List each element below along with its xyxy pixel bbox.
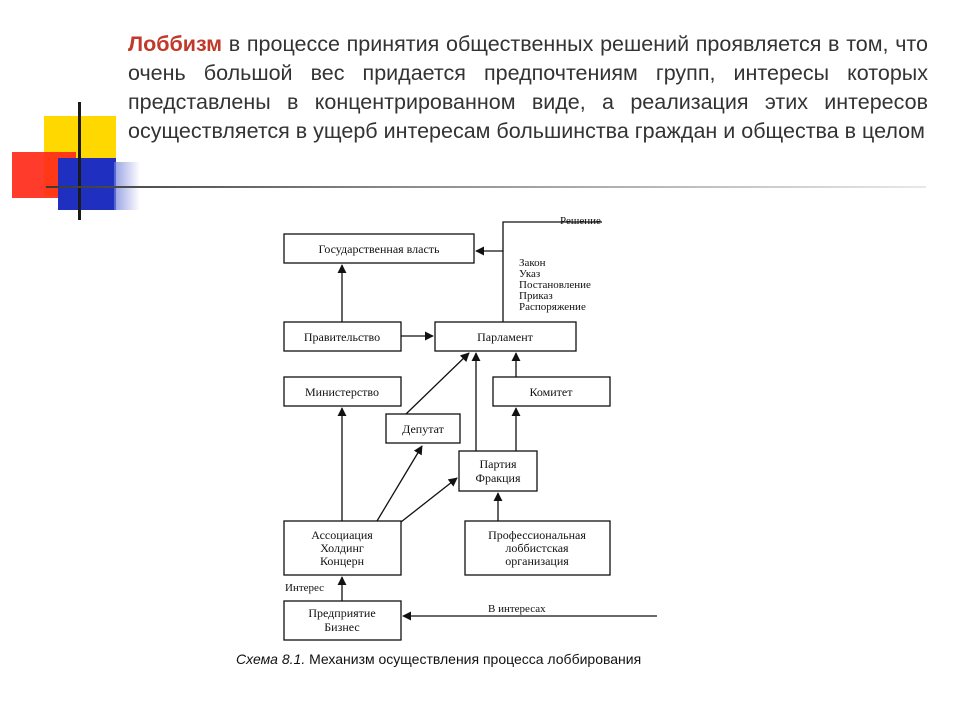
label-interest: Интерес [285,582,324,594]
arrow-association-to-deputy [376,445,423,522]
label-government: Правительство [304,330,380,344]
box-committee [492,376,611,407]
label-enterprise: Предприятие [308,606,375,620]
label-lobby-org-1: Профессиональная [488,528,586,542]
label-in-interests: В интересах [488,603,546,615]
label-parliament: Парламент [477,330,533,344]
label-association: Ассоциация [311,528,373,542]
label-act-resolution: Постановление [519,279,591,291]
caption-text: Механизм осуществления процесса лоббиров… [305,651,642,667]
heading-keyword: Лоббизм [128,32,223,56]
label-act-decree: Указ [519,268,540,280]
decor-vertical-line [78,102,81,220]
box-lobby-org [464,520,611,576]
decor-blue-square [58,158,116,210]
label-lobby-org-3: организация [505,554,569,568]
lobbying-diagram: Государственная власть Правительство Пар… [283,215,657,641]
diagram-caption: Схема 8.1. Механизм осуществления процес… [236,651,641,667]
label-party: Партия [479,457,517,471]
arrow-association-to-party [400,477,458,523]
label-committee: Комитет [529,385,573,399]
decision-bracket [502,221,602,251]
label-decision: Решение [560,215,601,227]
label-business: Бизнес [324,620,359,634]
label-act-directive: Распоряжение [519,301,586,313]
box-deputy [385,413,461,444]
title-divider-line [46,186,926,188]
arrow-parliament-to-state [475,246,504,322]
label-act-law: Закон [519,257,546,269]
label-deputy: Депутат [402,422,444,436]
caption-figure-number: Схема 8.1. [236,651,306,667]
label-ministry: Министерство [305,385,379,399]
arrow-deputy-to-parliament [405,352,470,415]
label-concern: Концерн [320,554,365,568]
box-parliament [434,321,577,352]
box-ministry [283,376,402,407]
label-holding: Холдинг [320,541,364,555]
label-state-power: Государственная власть [318,242,440,256]
label-faction: Фракция [476,471,521,485]
box-party [458,450,538,492]
slide-heading: Лоббизм в процессе принятия общественных… [128,30,928,146]
label-act-order: Приказ [519,290,553,302]
heading-text: в процессе принятия общественных решений… [128,32,928,143]
box-state-power [283,233,475,264]
label-lobby-org-2: лоббистская [505,541,569,555]
